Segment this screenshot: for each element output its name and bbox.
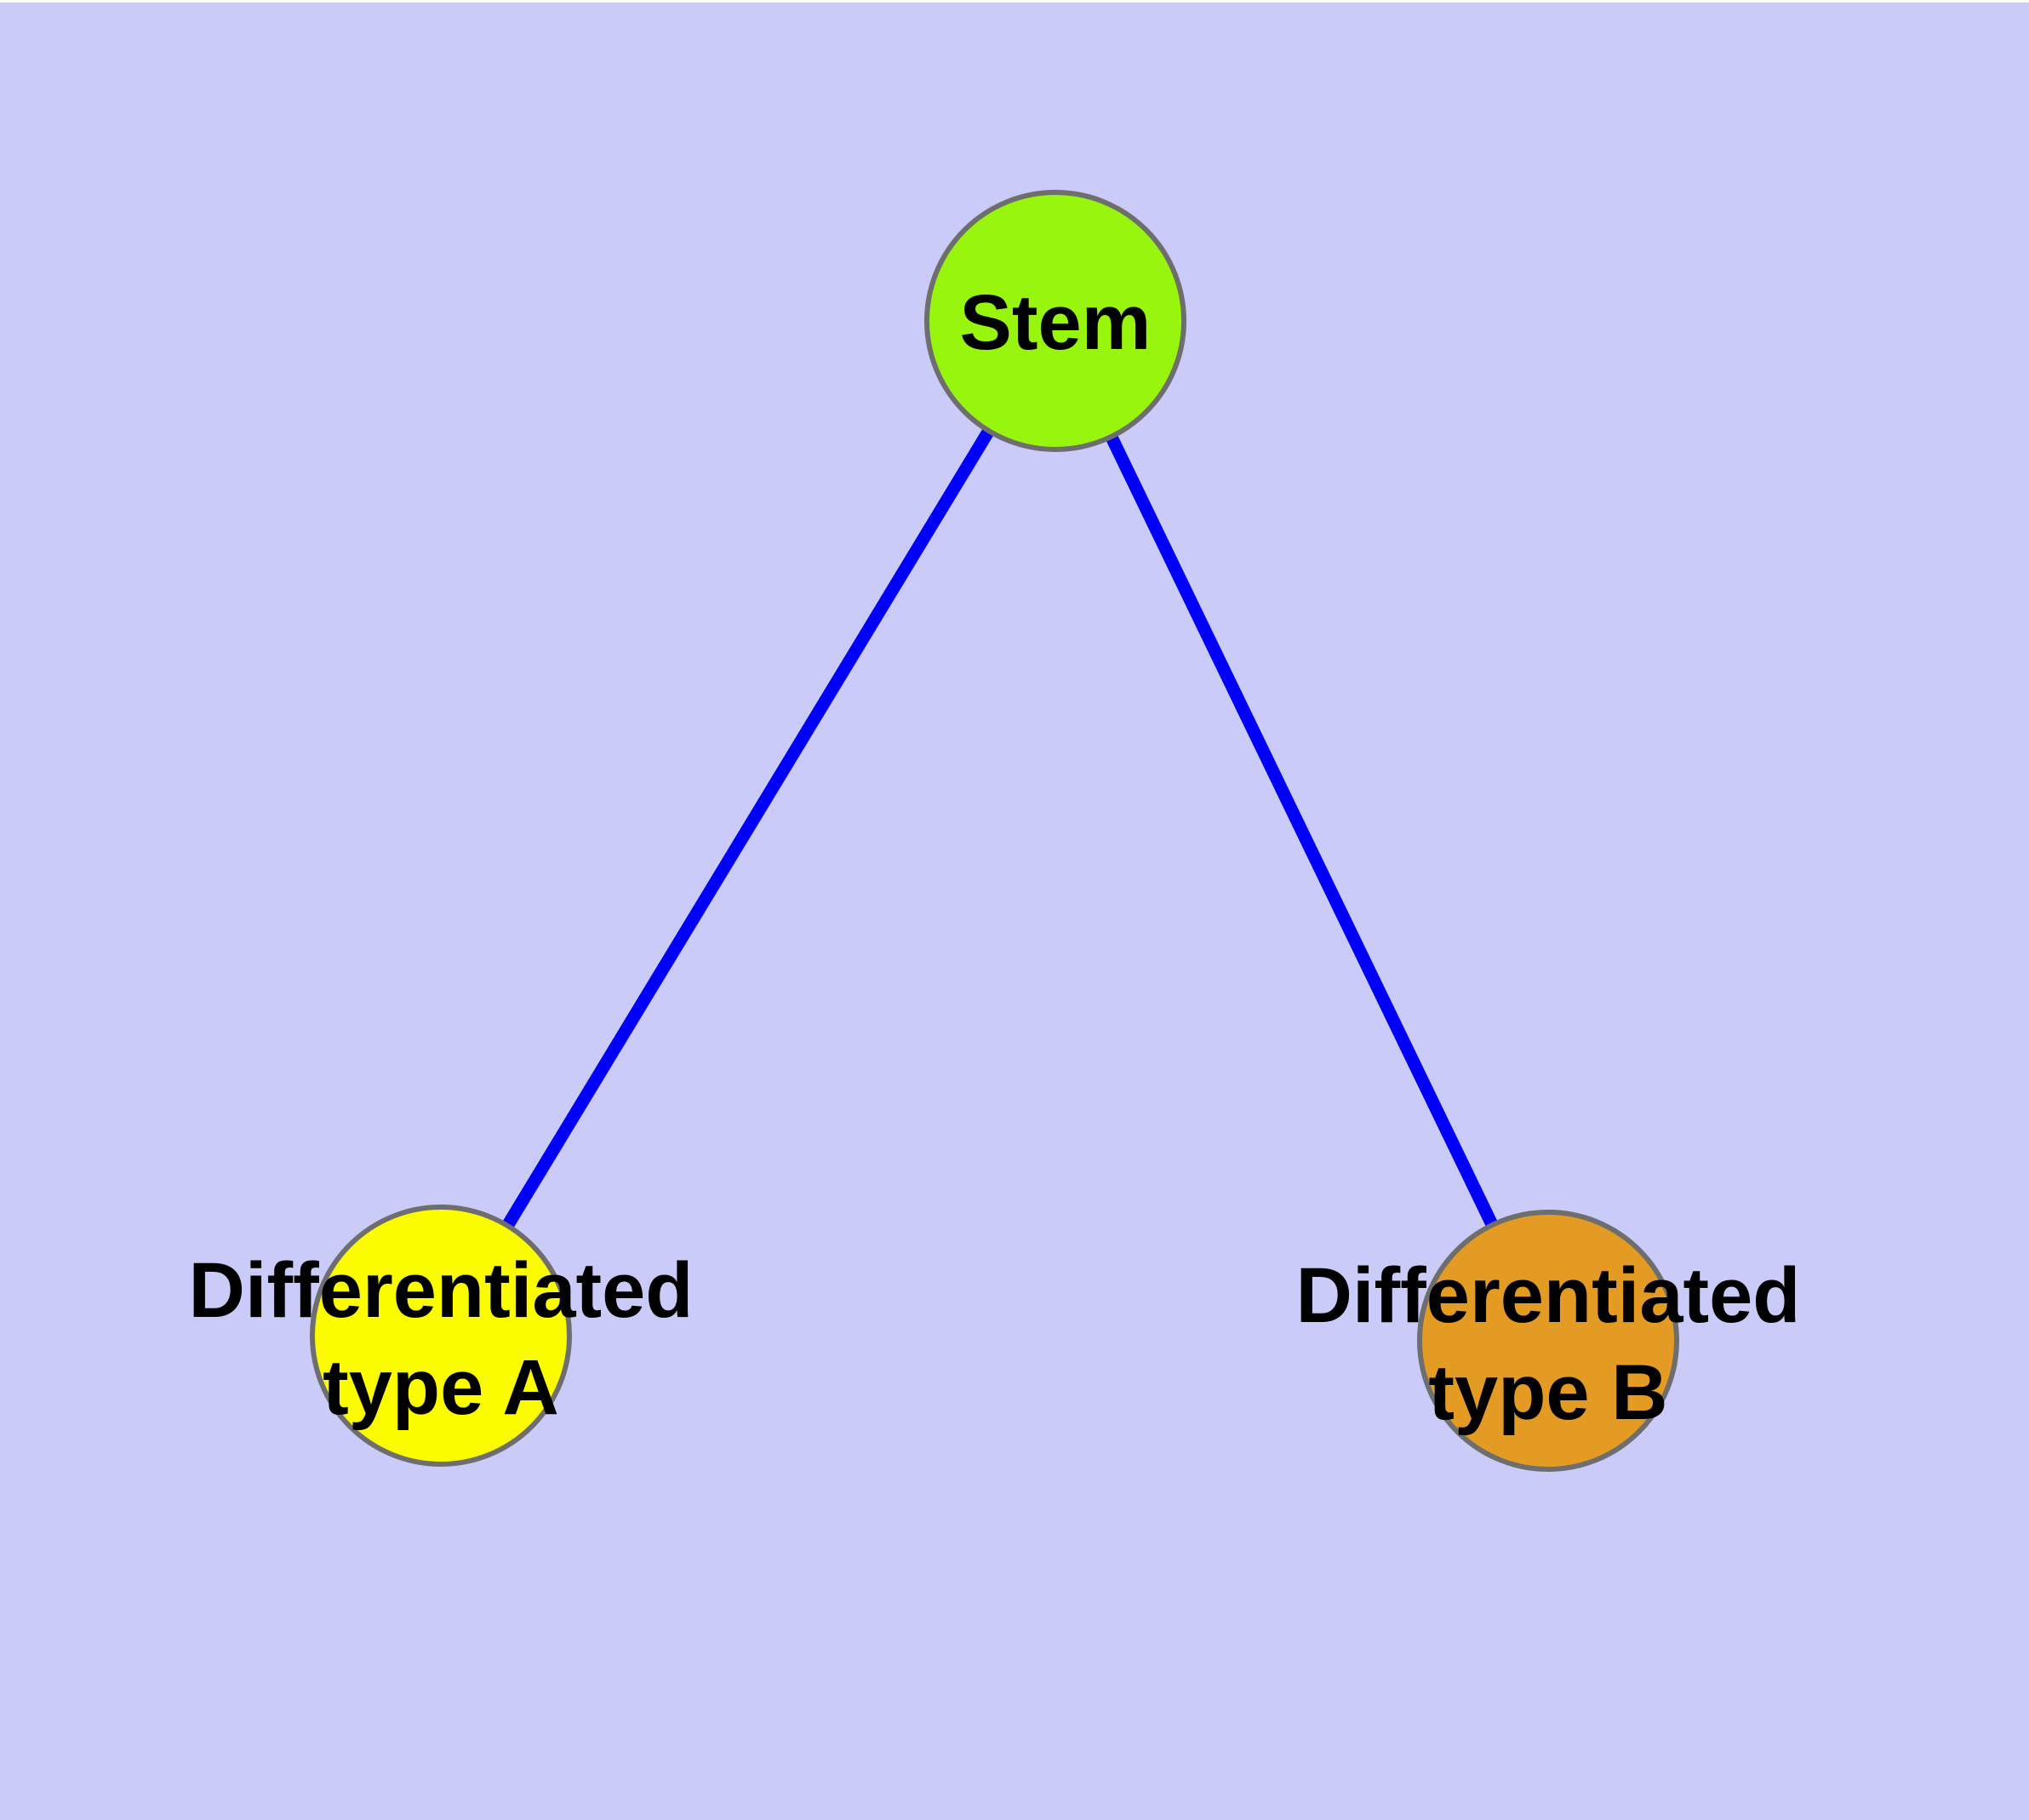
node-stem-label: Stem — [960, 279, 1152, 366]
node-stem-label-line1: Stem — [960, 279, 1152, 366]
node-stem-circle — [924, 190, 1186, 452]
edge-stem-type-a — [435, 318, 1061, 1339]
node-type-a-label-line1: Differentiated — [189, 1247, 694, 1334]
node-type-a: Differentiated type A — [189, 1205, 694, 1467]
node-type-b-circle — [1417, 1210, 1679, 1472]
node-type-a-label: Differentiated type A — [189, 1247, 694, 1431]
node-type-b-label-line2: type B — [1428, 1349, 1667, 1436]
edge-stem-type-b — [1049, 318, 1554, 1344]
node-type-a-label-line2: type A — [323, 1344, 559, 1431]
node-type-b-label: Differentiated type B — [1296, 1252, 1801, 1436]
node-stem: Stem — [924, 190, 1186, 452]
node-type-a-circle — [310, 1205, 572, 1467]
node-type-b-label-line1: Differentiated — [1296, 1252, 1801, 1339]
node-type-b: Differentiated type B — [1296, 1210, 1801, 1472]
